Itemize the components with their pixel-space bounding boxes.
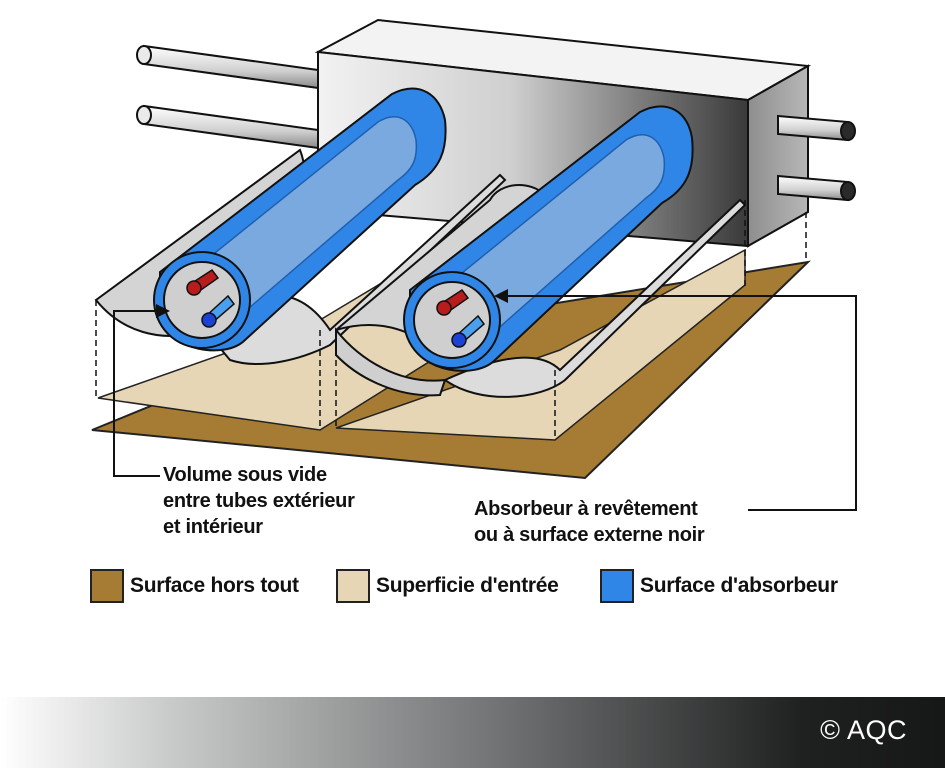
manifold-pipes-left xyxy=(136,44,319,150)
legend-swatch-absorber-area xyxy=(600,569,634,603)
legend-swatch-aperture-area xyxy=(336,569,370,603)
legend-aperture-area: Superficie d'entrée xyxy=(336,566,559,606)
legend-label: Superficie d'entrée xyxy=(376,574,559,597)
label-line: ou à surface externe noir xyxy=(474,524,705,546)
label-line: entre tubes extérieur xyxy=(163,490,355,512)
footer-bar: © AQC xyxy=(0,697,945,768)
evacuated-tube-right xyxy=(403,105,694,372)
label-line: Absorbeur à revêtement xyxy=(474,498,698,520)
projection-lines xyxy=(95,200,807,440)
copyright-notice: © AQC xyxy=(820,715,907,745)
label-line: Volume sous vide xyxy=(163,464,327,486)
legend-absorber-area: Surface d'absorbeur xyxy=(600,566,838,606)
legend-swatch-gross-area xyxy=(90,569,124,603)
header-side xyxy=(747,64,809,248)
legend-label: Surface d'absorbeur xyxy=(640,574,838,597)
legend-label: Surface hors tout xyxy=(130,574,299,597)
leader-line-vacuum xyxy=(113,304,170,477)
legend-gross-area: Surface hors tout xyxy=(90,566,299,606)
label-line: et intérieur xyxy=(163,516,263,538)
leader-line-absorber xyxy=(494,289,857,511)
evacuated-tube-left xyxy=(153,87,447,352)
label-absorber-coating: Absorbeur à revêtement ou à surface exte… xyxy=(474,496,705,548)
manifold-pipes-right xyxy=(777,114,856,202)
label-vacuum-volume: Volume sous vide entre tubes extérieur e… xyxy=(163,462,355,540)
